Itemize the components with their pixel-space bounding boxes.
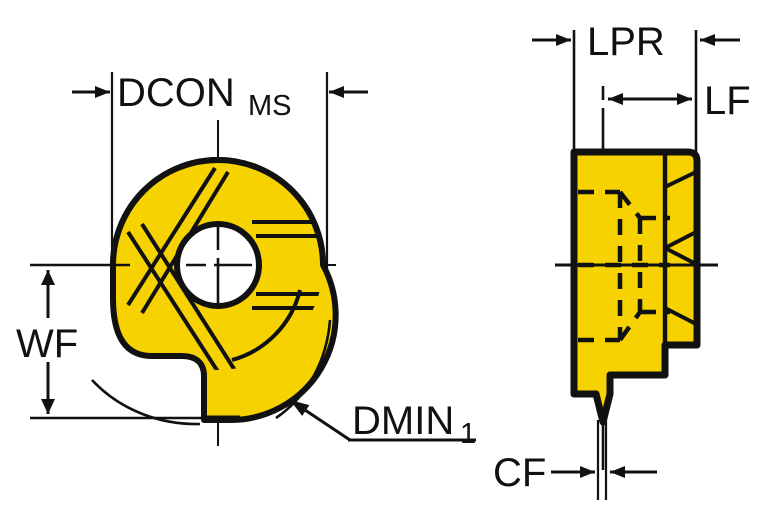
relief-arc-left (91, 379, 201, 426)
dmin-subscript: 1 (460, 418, 476, 450)
facet-line-ll-a (126, 230, 224, 370)
dimension-wf: WF (16, 263, 208, 420)
side-view: LPR LF CF (493, 20, 751, 500)
dimension-lf: LF (608, 79, 751, 123)
side-facet-a (664, 170, 697, 189)
facet-arc-lower-right (231, 289, 302, 362)
insert-notch-mask (60, 265, 204, 430)
dcon-label: DCON (117, 71, 235, 115)
hole-crosshair (186, 226, 252, 306)
side-right-facets (664, 170, 697, 326)
dimension-dmin-1: DMIN 1 (289, 398, 476, 450)
dcon-subscript: MS (248, 90, 292, 122)
relief-arc-right (275, 319, 332, 420)
side-facet-b (664, 230, 697, 250)
lf-label: LF (704, 79, 751, 123)
side-facet-c (664, 246, 697, 266)
dimension-cf: CF (493, 451, 657, 495)
lpr-label: LPR (587, 20, 665, 64)
hidden-line-taper-bottom (618, 310, 642, 342)
facet-line-ul-a (126, 166, 217, 307)
cf-label: CF (493, 451, 546, 495)
wf-label: WF (16, 322, 78, 366)
dimension-lpr: LPR (532, 20, 740, 64)
hidden-line-taper-top (618, 190, 642, 220)
dmin-label: DMIN (352, 399, 454, 443)
dmin-leader-arrow (289, 398, 351, 442)
dimension-dcon-ms: DCON MS (72, 71, 368, 122)
front-view: DCON MS WF DMIN 1 (16, 71, 476, 455)
side-facet-d (664, 306, 697, 326)
side-tip-bore (596, 420, 608, 500)
